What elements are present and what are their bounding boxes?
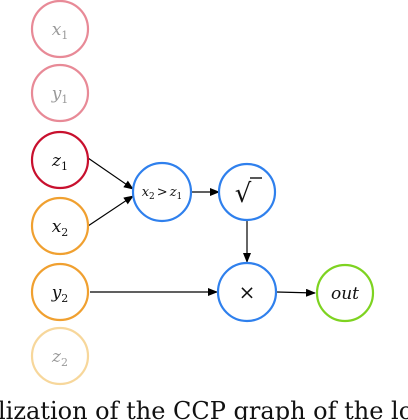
node-x2-base: x (52, 217, 62, 237)
node-multiply-symbol: × (239, 280, 256, 304)
svg-text:x2: x2 (52, 217, 69, 239)
node-y2-base: y (51, 283, 62, 303)
node-z1-sub: 1 (61, 160, 68, 173)
node-x1-circle (30, 0, 90, 59)
node-multiply: × (216, 261, 278, 323)
node-x1-base: x (52, 20, 62, 40)
edge-mul-to-out (276, 288, 316, 297)
node-sqrt-symbol: √ (235, 179, 252, 209)
node-z2-circle (30, 326, 90, 386)
node-x2-circle (30, 196, 90, 256)
node-z1-circle (30, 130, 90, 190)
node-sqrt: √ (217, 162, 277, 222)
edge-z1-to-cmp (87, 157, 134, 190)
edges (87, 157, 316, 297)
svg-text:z2: z2 (51, 347, 68, 369)
node-y1-sub: 1 (61, 93, 68, 106)
svg-text:y1: y1 (51, 84, 69, 106)
edge-x2-to-cmp (87, 195, 134, 227)
node-out-circle (315, 263, 375, 323)
node-y2-circle (30, 262, 90, 322)
node-compare: x2>z1 (131, 161, 193, 223)
node-x2-sub: 2 (61, 226, 68, 239)
node-z2: z2 (30, 326, 90, 386)
node-compare-base2: z (169, 185, 177, 200)
node-z2-sub: 2 (61, 356, 68, 369)
figure-caption: lization of the CCP graph of the loo (0, 397, 408, 420)
node-compare-circle (131, 161, 193, 223)
node-multiply-circle (216, 261, 278, 323)
node-compare-sub: 2 (149, 192, 155, 202)
svg-text:y2: y2 (51, 283, 69, 305)
node-y1: y1 (30, 63, 90, 123)
node-y2: y2 (30, 262, 90, 322)
node-x1-sub: 1 (61, 29, 68, 42)
node-y1-circle (30, 63, 90, 123)
node-out: out (315, 263, 375, 323)
node-x2: x2 (30, 196, 90, 256)
node-y2-sub: 2 (61, 292, 68, 305)
node-out-label: out (331, 284, 359, 304)
svg-text:x1: x1 (52, 20, 69, 42)
node-compare-sub2: 1 (177, 192, 183, 202)
node-compare-op: > (157, 185, 168, 200)
node-y1-base: y (51, 84, 62, 104)
node-compare-base: x (142, 185, 150, 200)
svg-text:x2>z1: x2>z1 (142, 185, 183, 202)
node-z1-base: z (51, 151, 62, 171)
node-z2-base: z (51, 347, 62, 367)
node-z1: z1 (30, 130, 90, 190)
svg-text:z1: z1 (51, 151, 68, 173)
node-x1: x1 (30, 0, 90, 59)
